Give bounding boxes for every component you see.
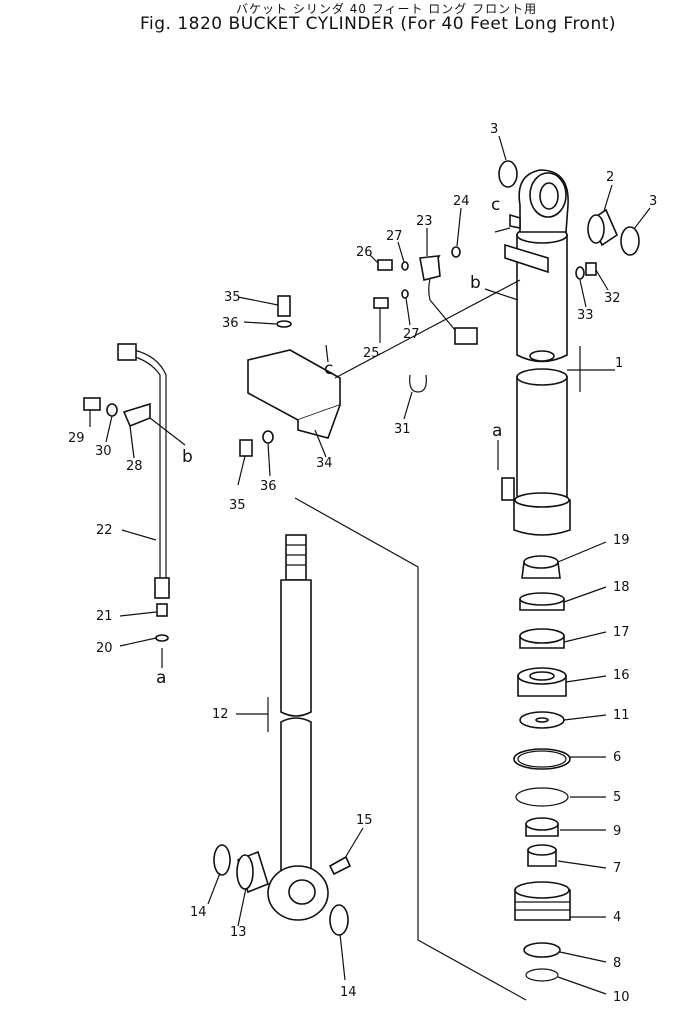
callout-31: 31	[394, 422, 411, 437]
callout-30: 30	[95, 444, 112, 459]
washer-30	[106, 403, 118, 417]
clamp	[122, 402, 151, 428]
letter-c-bracket: c	[324, 359, 333, 379]
pipe-line	[334, 279, 521, 379]
callout-36-bottom: 36	[260, 479, 277, 494]
callout-7: 7	[613, 861, 621, 876]
callout-24: 24	[453, 194, 470, 209]
callout-36-top: 36	[222, 316, 239, 331]
callout-13: 13	[230, 925, 247, 940]
part-stack	[513, 555, 571, 982]
letter-a-hose: a	[156, 668, 166, 688]
callout-15: 15	[356, 813, 373, 828]
callout-34: 34	[316, 456, 333, 471]
callout-32: 32	[604, 291, 621, 306]
callout-18: 18	[613, 580, 630, 595]
callout-2: 2	[606, 170, 614, 185]
support-bracket	[247, 349, 341, 439]
callout-12: 12	[212, 707, 229, 722]
callout-17: 17	[613, 625, 630, 640]
leader-lines	[89, 135, 651, 995]
bolt-35-top	[277, 295, 291, 317]
o-ring-24	[451, 246, 461, 258]
callout-29: 29	[68, 431, 85, 446]
seal-14-right	[329, 904, 349, 936]
callout-28: 28	[126, 459, 143, 474]
callout-16: 16	[613, 668, 630, 683]
callout-27-top: 27	[386, 229, 403, 244]
washer-36-bottom	[262, 430, 274, 444]
callout-33: 33	[577, 308, 594, 323]
figure-title: Fig. 1820 BUCKET CYLINDER (For 40 Feet L…	[140, 14, 617, 34]
u-bolt-31	[409, 374, 427, 393]
letter-c-cylinder: c	[491, 195, 500, 215]
callout-21: 21	[96, 609, 113, 624]
seal-3-right	[620, 226, 640, 256]
callout-6: 6	[613, 750, 621, 765]
bolt-29	[83, 397, 101, 411]
callout-26: 26	[356, 245, 373, 260]
cylinder-tube-lower	[501, 368, 571, 536]
callout-25: 25	[363, 346, 380, 361]
callout-20: 20	[96, 641, 113, 656]
letter-a-cylinder: a	[492, 421, 502, 441]
callout-22: 22	[96, 523, 113, 538]
callout-8: 8	[613, 956, 621, 971]
bolt-35-bottom	[239, 439, 253, 457]
washer-27-top	[401, 261, 409, 271]
letter-b-pipe: b	[470, 273, 481, 293]
callout-3-left: 3	[490, 122, 498, 137]
washer-33	[575, 266, 585, 280]
fitting	[454, 327, 478, 345]
cylinder-bracket	[504, 243, 549, 274]
callout-14-left: 14	[190, 905, 207, 920]
callout-1: 1	[615, 356, 623, 371]
bolt-26	[377, 259, 393, 271]
callout-9: 9	[613, 824, 621, 839]
callout-23: 23	[416, 214, 433, 229]
callout-35-top: 35	[224, 290, 241, 305]
break-line	[294, 497, 527, 1001]
callout-35-bottom: 35	[229, 498, 246, 513]
callout-10: 10	[613, 990, 630, 1005]
callout-4: 4	[613, 910, 621, 925]
callout-11: 11	[613, 708, 630, 723]
letter-b-clamp: b	[182, 447, 193, 467]
clamp-23	[419, 255, 441, 281]
hose-assembly	[117, 343, 170, 642]
callout-27-bottom: 27	[403, 327, 420, 342]
callout-19: 19	[613, 533, 630, 548]
washer-36-top	[276, 320, 292, 328]
callout-14-right: 14	[340, 985, 357, 1000]
seal-3-left	[498, 160, 518, 188]
washer-27-bottom	[401, 289, 409, 299]
callout-5: 5	[613, 790, 621, 805]
seal-14-left	[213, 844, 231, 876]
piston-rod	[267, 534, 329, 921]
japanese-title: バケット シリンダ 40 フィート ロング フロント用	[236, 2, 538, 16]
grease-fitting-15	[328, 855, 352, 876]
bolt-25	[373, 297, 389, 309]
callout-3-right: 3	[649, 194, 657, 209]
nut-32	[585, 262, 597, 276]
